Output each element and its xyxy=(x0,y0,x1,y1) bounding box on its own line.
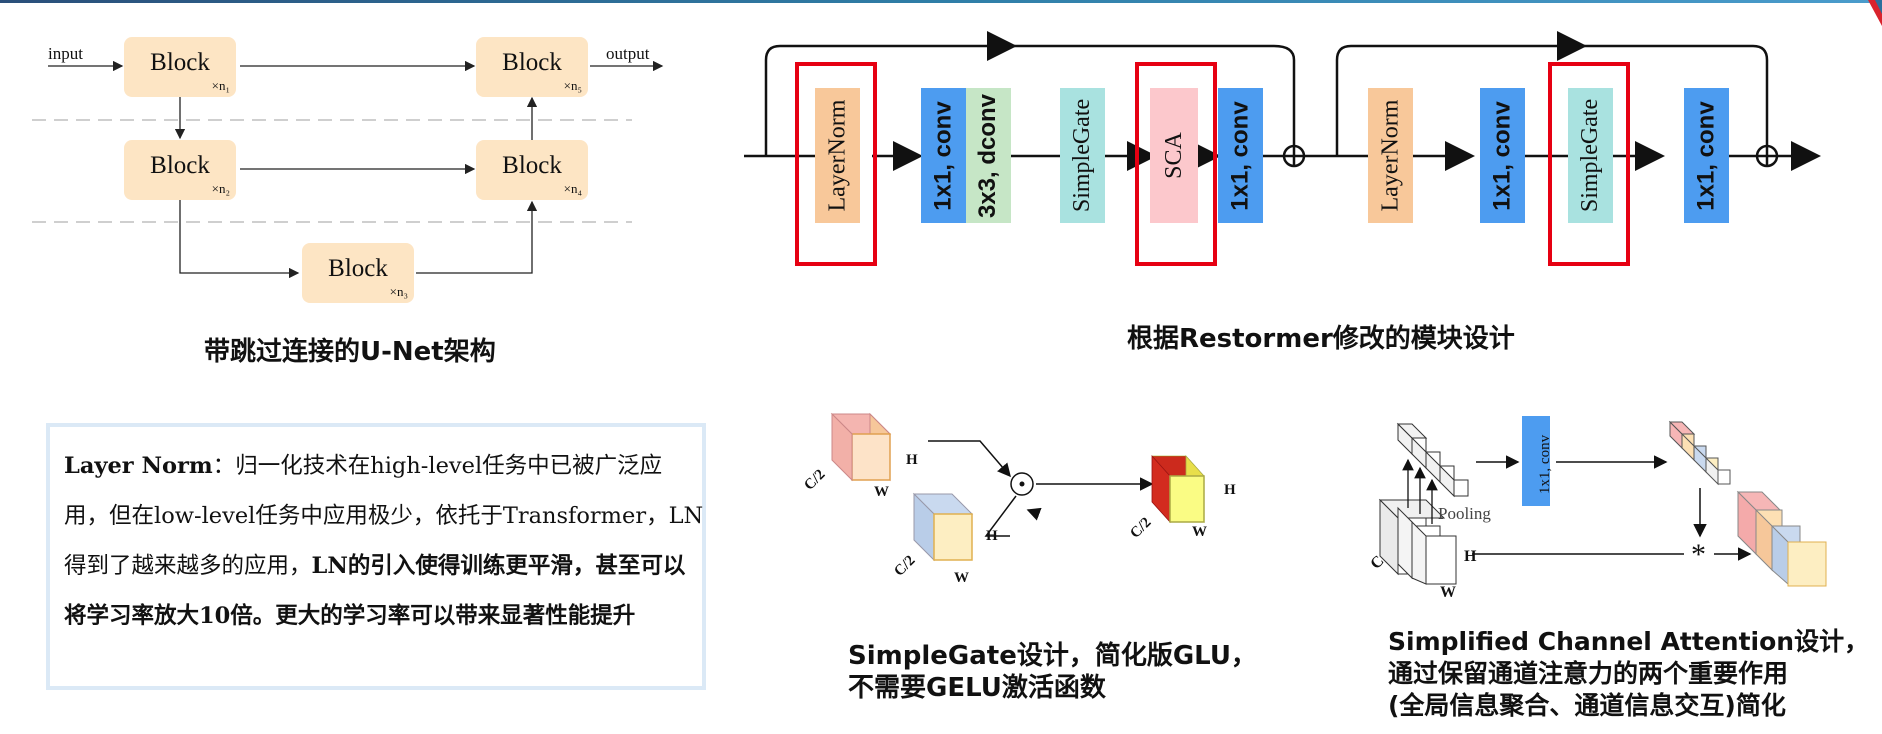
top-accent-bar xyxy=(0,0,1882,3)
sg-dim-w-b: W xyxy=(954,570,969,586)
output-label: output xyxy=(606,44,650,63)
unet-block-2: Block ×n₂ xyxy=(124,140,236,200)
module-sca: SCA xyxy=(1150,88,1198,223)
note-body: ：归一化技术在high-level任务中已被广泛应用，但在low-level任务… xyxy=(64,453,704,579)
layernorm-note-text: Layer Norm：归一化技术在high-level任务中已被广泛应用，但在l… xyxy=(64,441,704,641)
restormer-caption: 根据Restormer修改的模块设计 xyxy=(1127,324,1515,354)
layernorm-note-box: Layer Norm：归一化技术在high-level任务中已被广泛应用，但在l… xyxy=(46,423,706,690)
sca-dim-w: W xyxy=(1440,584,1456,601)
highlight-box-sca xyxy=(1135,62,1217,266)
corner-decoration-blue xyxy=(1875,0,1882,14)
restormer-flow xyxy=(744,31,1821,171)
unet-caption: 带跳过连接的U-Net架构 xyxy=(204,337,496,367)
sca-conv-label: 1x1, conv xyxy=(1537,434,1554,495)
pooling-label: Pooling xyxy=(1438,504,1491,523)
unet-block-5: Block ×n₅ xyxy=(476,37,588,97)
sca-caption: Simplified Channel Attention设计， 通过保留通道注意… xyxy=(1388,627,1870,720)
simplegate-graphic xyxy=(830,412,1205,562)
multiply-symbol: * xyxy=(1691,538,1706,571)
module-dconv: 3x3, dconv xyxy=(966,88,1011,223)
module-simplegate-2: SimpleGate xyxy=(1568,88,1613,223)
sg-dim-h-out: H xyxy=(1224,482,1236,498)
sca-dim-h: H xyxy=(1464,548,1477,565)
sg-dim-w-out: W xyxy=(1192,524,1207,540)
restormer-block-diagram: LayerNorm 1x1, conv 3x3, dconv SimpleGat… xyxy=(742,24,1880,274)
module-conv-2: 1x1, conv xyxy=(1218,88,1263,223)
module-conv-3: 1x1, conv xyxy=(1480,88,1525,223)
module-layernorm-2: LayerNorm xyxy=(1368,88,1413,223)
module-layernorm-1: LayerNorm xyxy=(815,88,860,223)
note-bold-head: Layer Norm xyxy=(64,453,213,479)
highlight-box-simplegate xyxy=(1548,62,1630,266)
simplegate-illustration: C/2 H W C/2 H W C/2 H W xyxy=(800,404,1260,604)
module-simplegate-1: SimpleGate xyxy=(1060,88,1105,223)
sca-illustration: Pooling 1x1, conv C H W * xyxy=(1367,404,1848,604)
sg-dim-w-a: W xyxy=(874,484,889,500)
sg-dim-h-a: H xyxy=(906,452,918,468)
sg-dim-h-b: H xyxy=(986,528,998,544)
sca-graphic xyxy=(1378,416,1827,587)
input-label: input xyxy=(48,44,83,63)
simplegate-caption: SimpleGate设计，简化版GLU， 不需要GELU激活函数 xyxy=(848,641,1257,703)
unet-block-3: Block ×n₃ xyxy=(302,243,414,303)
unet-block-1: Block ×n₁ xyxy=(124,37,236,97)
unet-diagram: input output Block ×n₁ Block ×n₂ Block ×… xyxy=(32,16,692,316)
module-conv-1: 1x1, conv xyxy=(921,88,966,223)
unet-connections xyxy=(32,60,664,279)
note-bold-tail: LN的引入使得训练更平滑，甚至可以将学习率放大10倍。更大的学习率可以带来显著性… xyxy=(64,553,686,629)
highlight-box-layernorm xyxy=(795,62,877,266)
unet-block-4: Block ×n₄ xyxy=(476,140,588,200)
module-conv-4: 1x1, conv xyxy=(1684,88,1729,223)
